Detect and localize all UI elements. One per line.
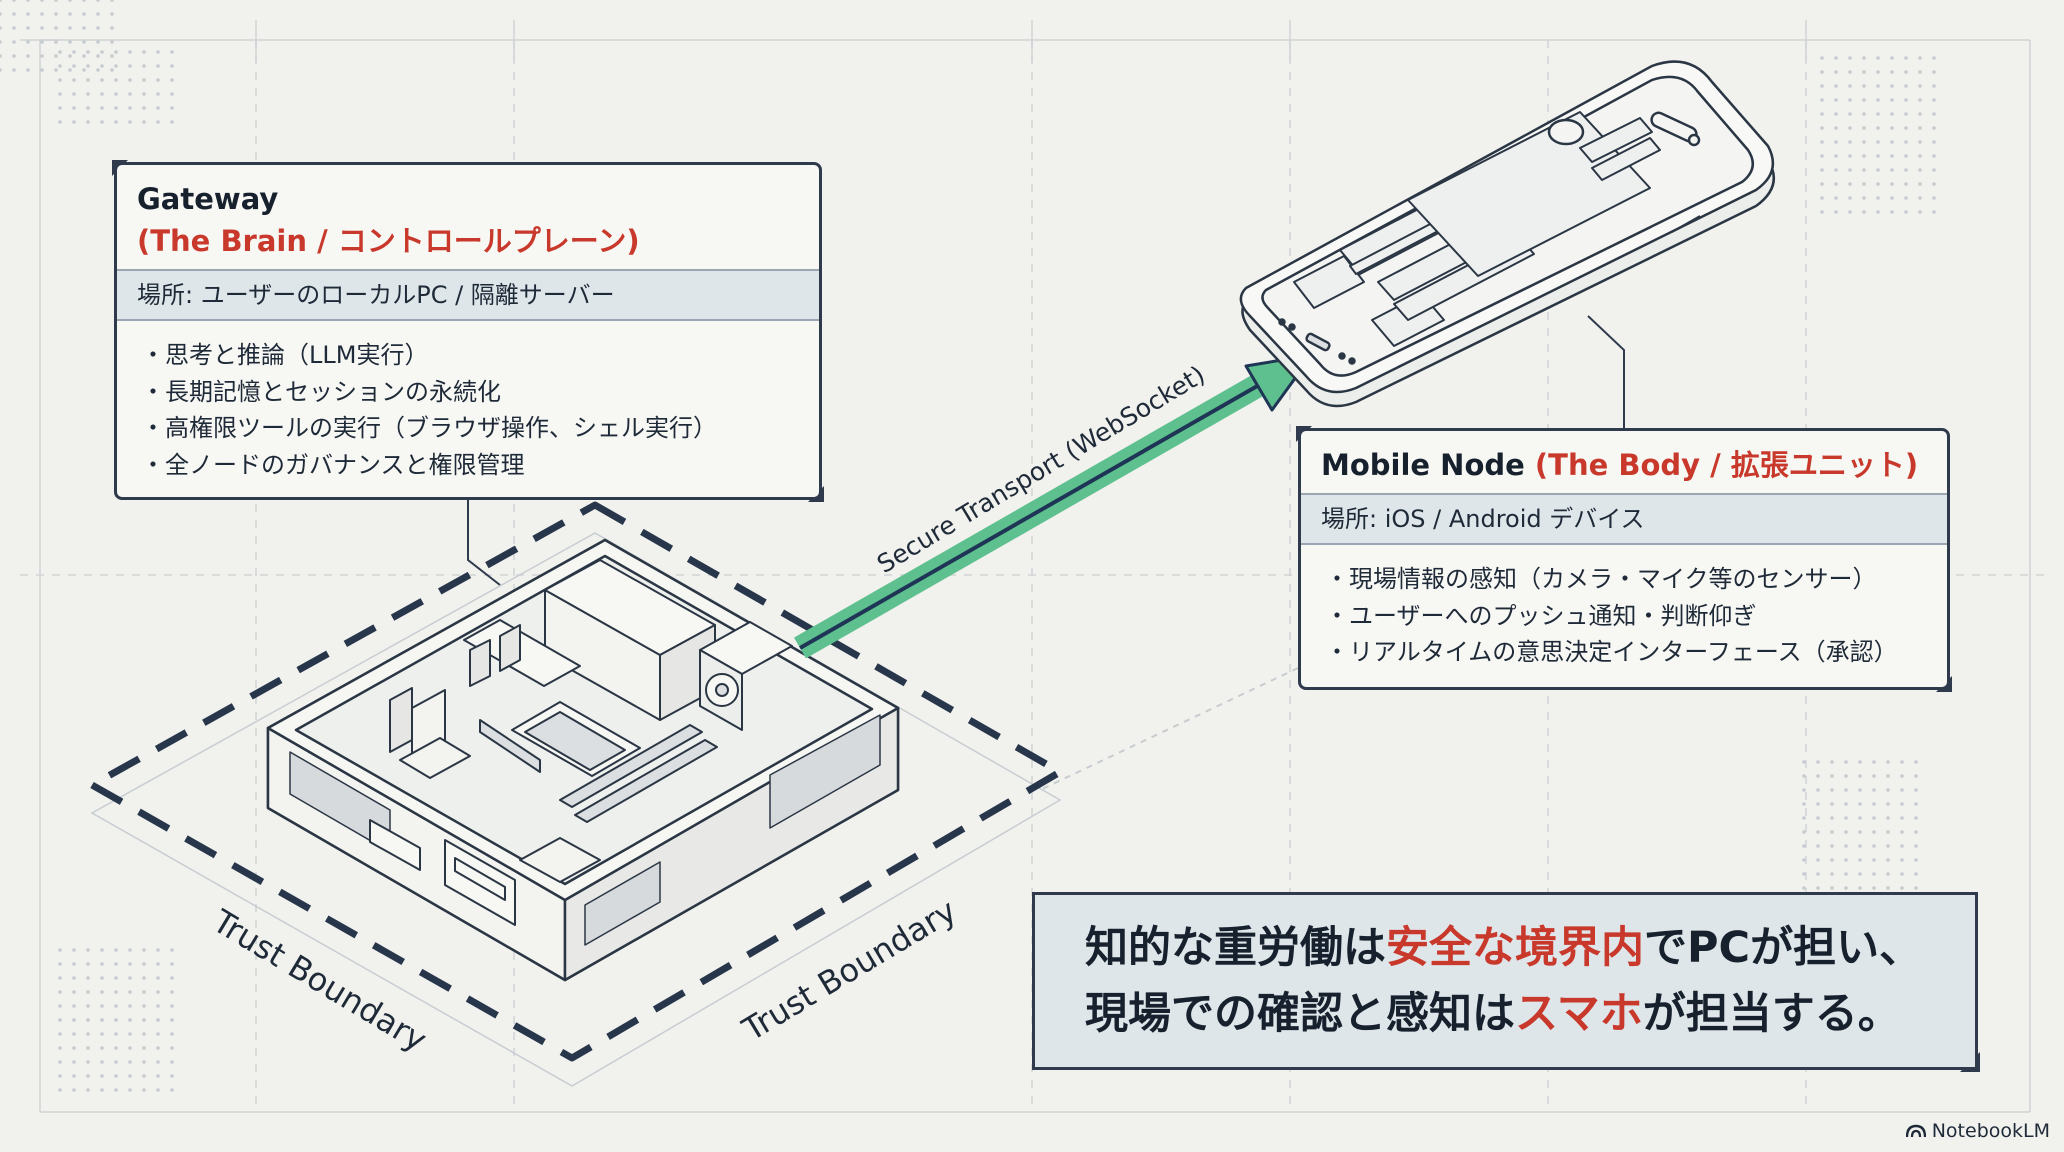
gateway-title: Gateway [137,182,279,216]
list-item: 高権限ツールの実行（ブラウザ操作、シェル実行） [141,410,717,447]
summary-text: 知的な重労働は [1085,923,1386,973]
list-item: 長期記憶とセッションの永続化 [141,374,717,411]
trust-boundary [88,501,1064,1087]
arrow-icon [794,353,1314,659]
notebooklm-watermark: NotebookLM [1905,1120,2050,1142]
summary-text: でPCが担い、 [1644,923,1923,973]
mobile-node-capability-list: 現場情報の感知（カメラ・マイク等のセンサー） ユーザーへのプッシュ通知・判断仰ぎ… [1325,561,1898,671]
mobile-node-title: Mobile Node (The Body / 拡張ユニット) [1321,445,1918,485]
list-item: ユーザーへのプッシュ通知・判断仰ぎ [1325,598,1898,635]
notebooklm-logo-icon [1905,1124,1926,1138]
mobile-node-subtitle: (The Body / 拡張ユニット) [1534,448,1919,482]
gateway-location: 場所: ユーザーのローカルPC / 隔離サーバー [117,269,819,321]
gateway-capability-list: 思考と推論（LLM実行） 長期記憶とセッションの永続化 高権限ツールの実行（ブラ… [141,337,717,483]
list-item: リアルタイムの意思決定インターフェース（承認） [1325,634,1898,671]
summary-text: が担当する。 [1642,989,1901,1039]
smartphone-illustration [1239,60,1776,408]
list-item: 全ノードのガバナンスと権限管理 [141,447,717,484]
list-item: 現場情報の感知（カメラ・マイク等のセンサー） [1325,561,1898,598]
summary-callout: 知的な重労働は安全な境界内でPCが担い、 現場での確認と感知はスマホが担当する。 [1032,892,1978,1070]
list-item: 思考と推論（LLM実行） [141,337,717,374]
connector-lines [467,315,1625,791]
mobile-node-location: 場所: iOS / Android デバイス [1301,493,1947,545]
summary-line-2: 現場での確認と感知はスマホが担当する。 [1085,981,1975,1047]
summary-text: 現場での確認と感知は [1085,989,1515,1039]
mobile-node-card: Mobile Node (The Body / 拡張ユニット) 場所: iOS … [1298,428,1950,690]
dot-pattern [0,0,1936,1092]
summary-highlight: 安全な境界内 [1386,923,1644,973]
summary-line-1: 知的な重労働は安全な境界内でPCが担い、 [1085,915,1975,981]
mobile-node-title-text: Mobile Node [1321,448,1525,482]
brand-name: NotebookLM [1931,1120,2050,1142]
gateway-card: Gateway (The Brain / コントロールプレーン) 場所: ユーザ… [114,162,822,500]
mini-pc-illustration [266,538,900,982]
gateway-subtitle: (The Brain / コントロールプレーン) [137,224,640,258]
summary-highlight: スマホ [1515,989,1643,1039]
